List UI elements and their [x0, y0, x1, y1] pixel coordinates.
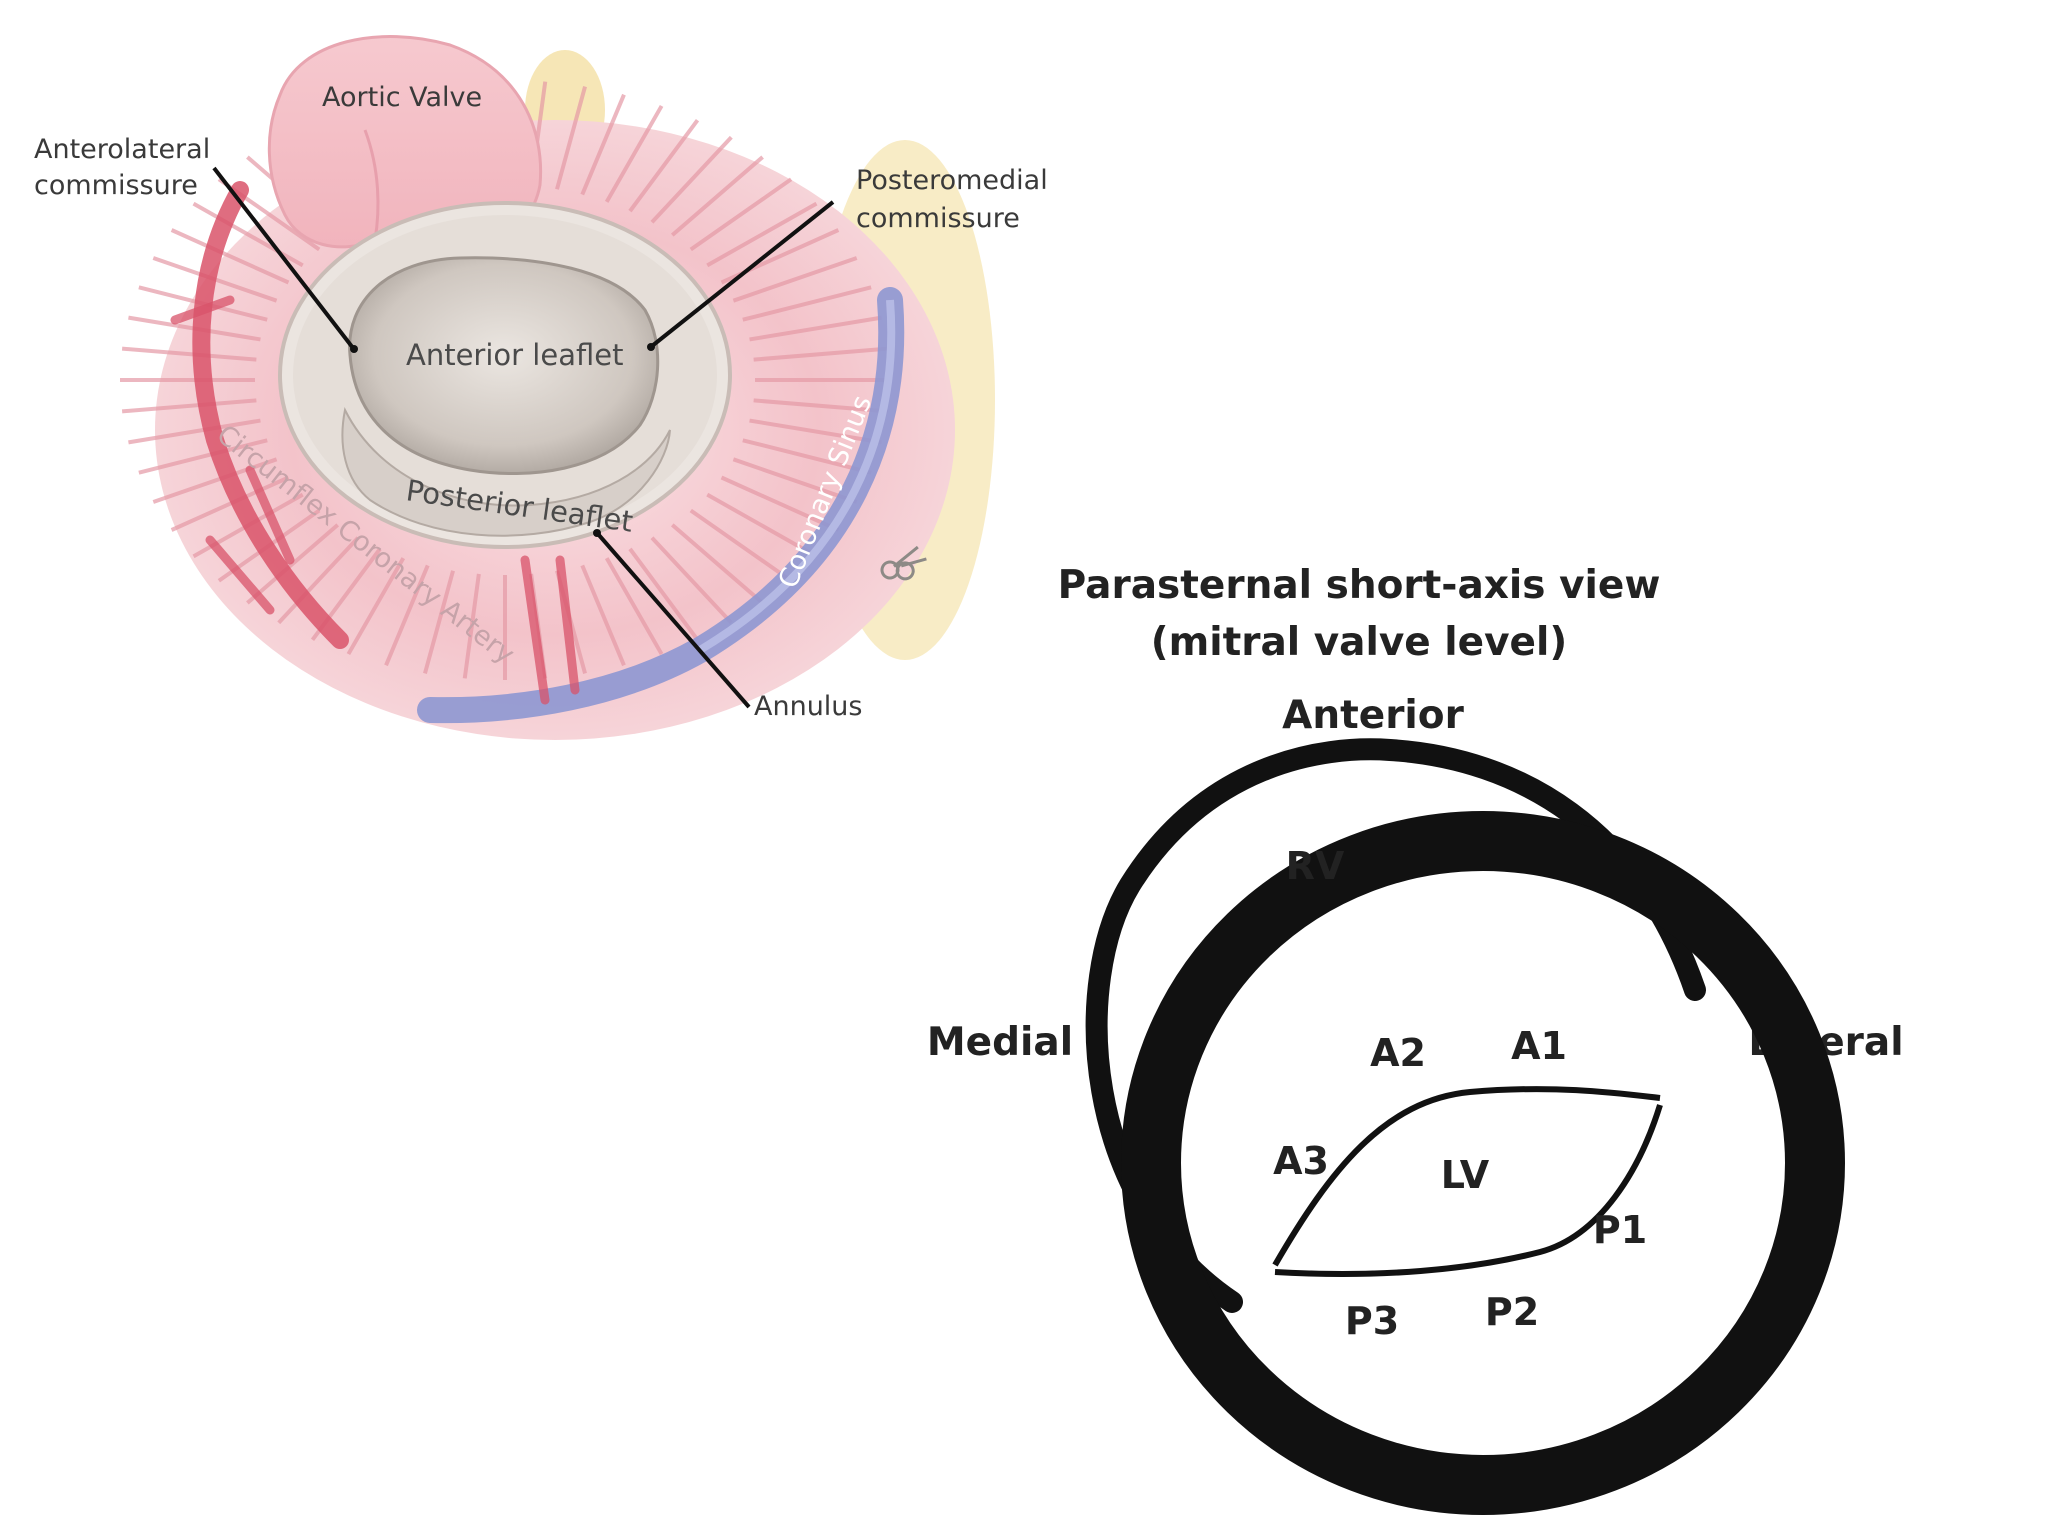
segment-p3-label: P3 — [1345, 1299, 1399, 1343]
anterolateral-leader-line — [212, 166, 355, 350]
muscle-striation — [670, 523, 764, 605]
muscle-striation — [749, 418, 882, 445]
anterior-leaflet-line — [1272, 1086, 1661, 1267]
muscle-striation — [384, 564, 430, 667]
medial-label: Medial — [927, 1020, 1073, 1065]
muscle-striation — [628, 547, 700, 641]
rv-wall — [1085, 738, 1706, 1313]
muscle-striation — [628, 119, 700, 213]
anterolateral-commissure-label-line2: commissure — [34, 170, 198, 201]
muscle-striation — [753, 346, 889, 362]
diagram-title-line1: Parasternal short-axis view — [1058, 563, 1661, 608]
muscle-striation — [128, 418, 261, 445]
muscle-striation — [138, 438, 268, 475]
segment-a2-label: A2 — [1370, 1031, 1426, 1075]
muscle-striation — [742, 438, 872, 475]
anterior-leaflet-label: Anterior leaflet — [406, 338, 623, 372]
posteromedial-commissure-label-line1: Posteromedial — [856, 165, 1048, 196]
segment-p1-label: P1 — [1593, 1208, 1647, 1252]
rv-label: RV — [1286, 844, 1345, 888]
muscle-striation — [650, 536, 733, 625]
muscle-striation — [604, 557, 664, 656]
short-axis-diagram: Parasternal short-axis view (mitral valv… — [927, 563, 1904, 1515]
muscle-striation — [423, 570, 455, 674]
circumflex-artery-vessel — [192, 181, 349, 649]
muscle-striation — [650, 135, 733, 224]
segment-p2-label: P2 — [1485, 1290, 1539, 1334]
muscle-striation — [121, 398, 257, 414]
annulus-leader-line — [596, 532, 751, 709]
muscle-striation — [689, 508, 793, 583]
muscle-striation — [580, 564, 626, 667]
segment-a3-label: A3 — [1273, 1139, 1329, 1183]
posteromedial-leader-line — [650, 200, 835, 348]
muscle-striation — [670, 155, 764, 237]
muscle-striation — [462, 573, 481, 679]
muscle-striation — [689, 177, 793, 252]
posterior-leaflet-shape — [341, 406, 671, 537]
scissors-icon — [880, 545, 927, 581]
diagram-title-line2: (mitral valve level) — [1151, 620, 1567, 665]
lv-label: LV — [1441, 1153, 1490, 1197]
muscle-striation — [170, 475, 290, 532]
anterior-leaflet-shape — [348, 256, 660, 476]
muscle-striation — [555, 86, 587, 190]
muscle-striation — [706, 492, 818, 559]
muscle-striation — [732, 256, 858, 303]
mitral-valve-illustration: Aortic Valve Anterolateral commissure Po… — [34, 35, 1048, 740]
segment-a1-label: A1 — [1511, 1024, 1567, 1068]
muscle-striation — [246, 523, 340, 605]
muscle-striation — [121, 346, 257, 362]
muscle-striation — [742, 285, 872, 322]
muscle-striation — [192, 201, 304, 268]
muscle-striation — [152, 457, 278, 504]
muscle-striation — [170, 228, 290, 285]
muscle-striation — [604, 104, 664, 203]
lv-myocardium — [1121, 811, 1845, 1515]
muscle-striation — [749, 315, 882, 342]
posteromedial-commissure-label-line2: commissure — [856, 203, 1020, 234]
anterolateral-commissure-label-line1: Anterolateral — [34, 134, 210, 165]
muscle-striation — [706, 201, 818, 268]
muscle-striation — [732, 457, 858, 504]
annulus-label: Annulus — [754, 691, 863, 722]
muscle-striation — [753, 398, 889, 414]
muscle-striation — [580, 93, 626, 196]
muscle-striation — [346, 557, 406, 656]
anterior-label: Anterior — [1282, 693, 1464, 738]
muscle-striation — [720, 475, 840, 532]
aortic-valve-label: Aortic Valve — [322, 82, 482, 113]
muscle-striation — [277, 536, 360, 625]
posterior-leaflet-line — [1274, 1104, 1663, 1277]
